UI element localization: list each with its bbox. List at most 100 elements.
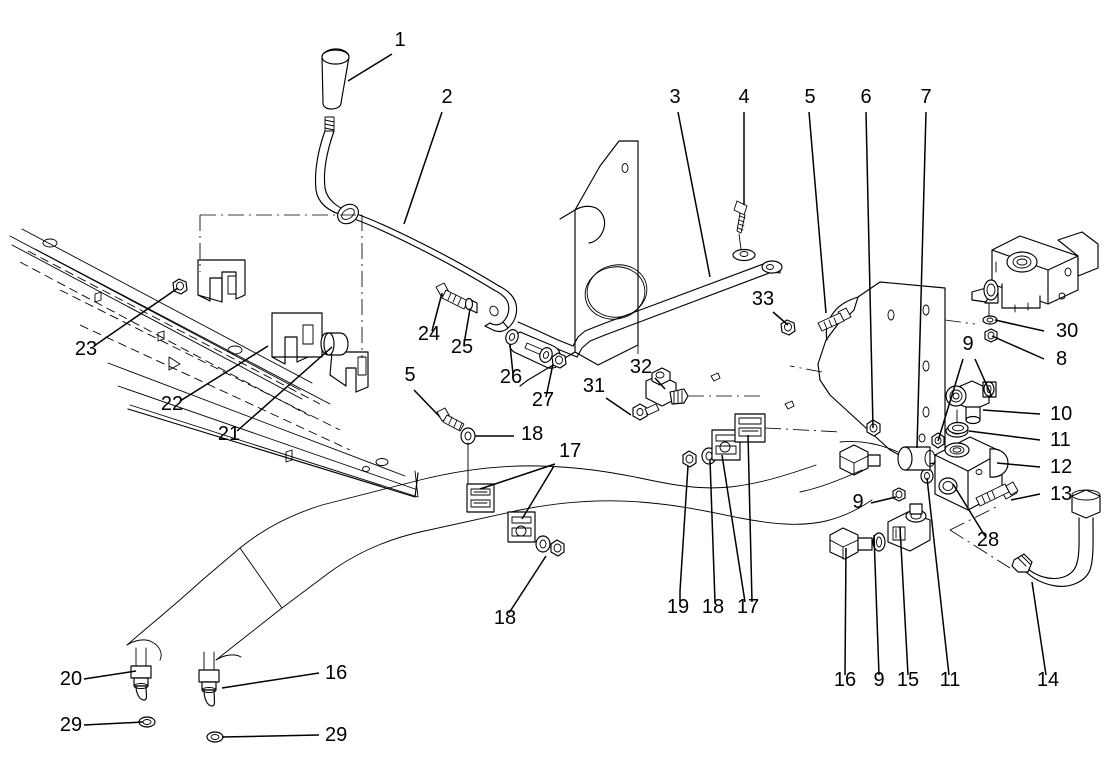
leader-line-16a [221, 672, 320, 689]
part-clamps-right [682, 400, 841, 468]
callout-number-21: 21 [218, 423, 240, 445]
part-control-rod [314, 116, 518, 333]
callout-number-3: 3 [669, 86, 680, 108]
leader-line-29b [221, 734, 320, 738]
callout-number-9b: 9 [852, 491, 863, 513]
callout-number-29a: 29 [60, 714, 82, 736]
leader-line-33 [772, 311, 789, 326]
leader-line-18c [709, 459, 716, 603]
callout-number-30: 30 [1056, 320, 1078, 342]
leader-line-17c2 [747, 434, 753, 603]
part-center-panel [519, 140, 648, 387]
leader-line-29a [83, 721, 144, 726]
part-hydraulic-tube-14 [949, 489, 1101, 587]
leader-line-12 [996, 462, 1041, 468]
callout-number-26: 26 [500, 366, 522, 388]
leader-line-14 [1031, 581, 1047, 676]
callout-number-16b: 16 [834, 669, 856, 691]
callout-number-18a: 18 [521, 423, 543, 445]
callout-number-27: 27 [532, 389, 554, 411]
leader-line-3 [677, 111, 711, 278]
callout-number-25: 25 [451, 336, 473, 358]
leader-line-6 [865, 111, 874, 429]
callout-number-11a: 11 [1050, 429, 1071, 451]
callout-number-33: 33 [752, 288, 774, 310]
leader-line-19b [679, 465, 689, 592]
leader-line-20 [83, 670, 137, 680]
leader-line-10 [982, 409, 1041, 415]
callout-number-15: 15 [897, 669, 919, 691]
callout-number-11b: 11 [940, 669, 961, 691]
leader-line-30 [994, 319, 1045, 332]
leader-line-11b [926, 477, 950, 676]
callout-number-29b: 29 [325, 724, 347, 746]
part-bolt-4 [732, 200, 756, 262]
leader-line-28 [952, 483, 986, 537]
leader-line-17c [721, 454, 746, 603]
leader-line-27 [545, 363, 554, 398]
leader-line-7 [916, 111, 927, 449]
part-hex-bolt-5-right [817, 307, 852, 332]
leader-line-21 [236, 346, 333, 432]
leader-line-16b [844, 547, 847, 676]
leader-line-9a [937, 358, 964, 442]
callout-number-20: 20 [60, 668, 82, 690]
leader-line-15 [899, 526, 909, 676]
callout-number-17a: 17 [559, 440, 581, 462]
leader-line-22 [179, 345, 269, 402]
part-valve-block [920, 409, 1019, 511]
part-pivot-hardware [435, 282, 567, 369]
callout-number-17c: 17 [737, 596, 759, 618]
callout-number-23: 23 [75, 338, 97, 360]
leader-line-9c [873, 534, 880, 676]
part-misc-hardware [799, 441, 936, 493]
callout-number-7: 7 [920, 86, 931, 108]
leader-line-26 [509, 344, 514, 375]
callout-number-13: 13 [1050, 483, 1072, 505]
leader-line-23 [93, 287, 179, 347]
leader-line-1 [347, 53, 393, 82]
part-hose-assembly [126, 464, 873, 743]
callout-number-5b: 5 [404, 364, 415, 386]
leader-line-31 [605, 397, 632, 416]
part-tee-fitting-assembly [829, 487, 931, 560]
callout-number-32: 32 [630, 356, 652, 378]
leader-line-17a2 [521, 465, 555, 520]
callout-number-2: 2 [441, 86, 452, 108]
callout-number-6: 6 [860, 86, 871, 108]
leader-line-24 [431, 292, 443, 332]
leader-line-5b [413, 389, 441, 418]
part-pump-motor [971, 231, 1099, 343]
callout-number-19: 19 [667, 596, 689, 618]
leader-lines [83, 53, 1047, 738]
leader-line-11a [968, 430, 1041, 441]
part-knob [321, 48, 350, 110]
callout-number-18b: 18 [494, 607, 516, 629]
leader-line-9b [870, 496, 897, 504]
callout-number-1: 1 [394, 29, 405, 51]
leader-line-2 [403, 111, 443, 225]
leader-line-9a2 [974, 358, 993, 398]
leader-line-5 [808, 111, 827, 314]
part-hex-nut-33 [780, 319, 796, 336]
leader-line-18b [508, 555, 547, 614]
callout-number-28: 28 [977, 529, 999, 551]
leader-line-25 [463, 308, 471, 345]
callout-number-8: 8 [1056, 348, 1067, 370]
callout-number-9c: 9 [873, 669, 884, 691]
callout-number-9a: 9 [962, 333, 973, 355]
leader-line-32 [654, 377, 666, 390]
leader-line-8 [991, 335, 1045, 360]
part-elbow-fitting [931, 380, 997, 449]
leader-line-13 [1010, 493, 1041, 501]
callout-number-14: 14 [1037, 669, 1059, 691]
callout-number-10: 10 [1050, 403, 1072, 425]
part-frame-rails [9, 228, 419, 498]
callout-number-31: 31 [583, 375, 605, 397]
callout-number-24: 24 [418, 323, 440, 345]
callout-number-22: 22 [161, 393, 183, 415]
callout-number-16a: 16 [325, 662, 347, 684]
